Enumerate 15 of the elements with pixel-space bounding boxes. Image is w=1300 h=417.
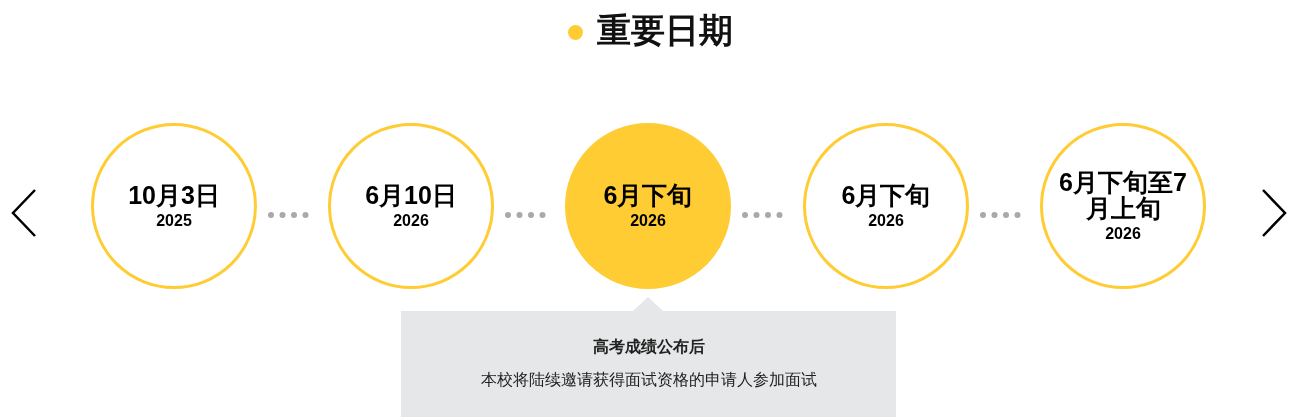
date-text: 6月下旬	[603, 181, 693, 208]
date-text: 10月3日	[128, 181, 220, 208]
title: 重要日期	[596, 9, 733, 52]
year-text: 2025	[156, 210, 192, 231]
info-heading: 高考成绩公布后	[592, 337, 705, 358]
info-text: 本校将陆续邀请获得面试资格的申请人参加面试	[480, 370, 817, 391]
date-text: 6月下旬至7月上旬	[1058, 168, 1188, 221]
year-text: 2026	[393, 210, 429, 231]
year-text: 2026	[1105, 223, 1141, 244]
year-text: 2026	[630, 210, 666, 231]
year-text: 2026	[868, 210, 904, 231]
date-text: 6月下旬	[841, 181, 931, 208]
date-text: 6月10日	[365, 181, 457, 208]
info-box	[401, 311, 896, 417]
callout-pointer	[633, 297, 663, 311]
